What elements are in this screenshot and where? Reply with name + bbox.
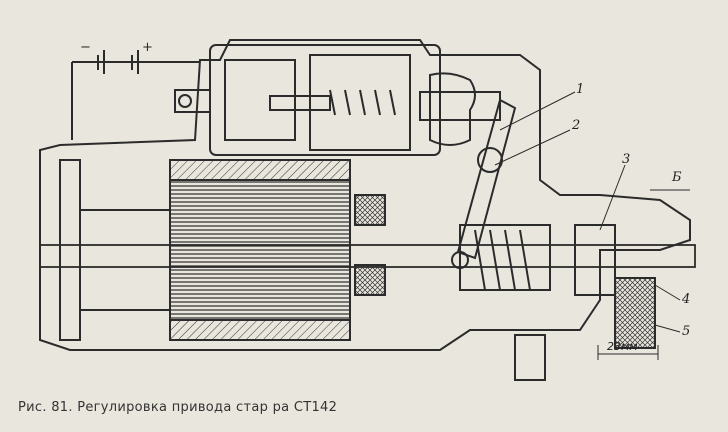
shift-lever — [456, 98, 517, 260]
callout-2: 2 — [572, 118, 581, 133]
solenoid — [209, 44, 441, 156]
dimension-label: 23мм — [607, 340, 638, 353]
callout-3: 3 — [622, 152, 631, 167]
callout-B: Б — [672, 170, 682, 185]
armature — [169, 179, 351, 321]
callout-5: 5 — [682, 324, 691, 339]
flywheel-ring-gear — [614, 277, 656, 349]
battery-plus-label: + — [142, 40, 153, 55]
callout-4: 4 — [682, 292, 691, 307]
starter-cross-section-drawing — [39, 39, 696, 381]
drive-spring — [474, 229, 531, 291]
figure-caption: Рис. 81. Регулировка привода стар ра СТ1… — [18, 400, 338, 415]
starter-housing — [39, 39, 691, 351]
battery-minus-label: − — [80, 40, 91, 55]
terminal-bolt — [174, 89, 211, 113]
shaft — [39, 244, 696, 268]
callout-1: 1 — [576, 82, 585, 97]
wire-battery — [71, 61, 200, 140]
